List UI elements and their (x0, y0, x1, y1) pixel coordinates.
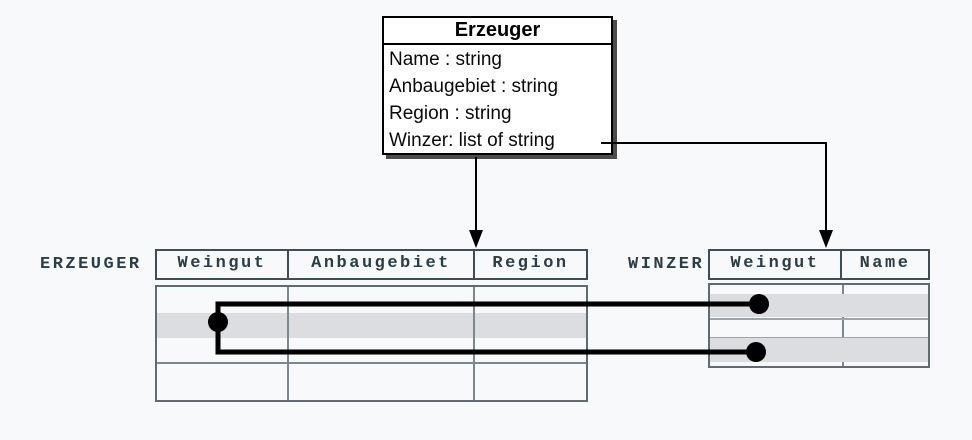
winzer-highlighted-row-2 (710, 338, 928, 362)
erzeuger-column-divider (473, 287, 475, 400)
winzer-row-divider (710, 318, 928, 320)
class-title: Erzeuger (384, 18, 611, 45)
winzer-col-name: Name (840, 251, 928, 278)
winzer-header-row: Weingut Name (708, 249, 930, 280)
erzeuger-row-divider (157, 362, 586, 364)
class-to-erzeuger-arrowhead-icon (469, 230, 483, 248)
class-attribute-region: Region : string (389, 103, 512, 124)
winzer-highlighted-row-1 (710, 294, 928, 317)
erzeuger-table-label: ERZEUGER (40, 255, 142, 274)
erzeuger-col-weingut: Weingut (177, 254, 267, 273)
erzeuger-table-body (155, 285, 588, 402)
winzer-table-label: WINZER (628, 255, 705, 274)
erzeuger-col-region: Region (473, 251, 586, 278)
erzeuger-highlighted-row (157, 313, 586, 338)
class-attribute-anbaugebiet: Anbaugebiet : string (389, 76, 559, 97)
winzer-table-body (708, 283, 930, 368)
class-attribute-winzer: Winzer: list of string (389, 130, 555, 151)
erzeuger-col-anbaugebiet: Anbaugebiet (287, 251, 473, 278)
winzer-attr-to-winzer-arrow-line (601, 142, 827, 232)
class-attribute-name: Name : string (389, 49, 502, 70)
winzer-column-divider (842, 285, 844, 366)
class-box-erzeuger: Erzeuger Name : string Anbaugebiet : str… (382, 16, 613, 155)
erzeuger-column-divider (287, 287, 289, 400)
erzeuger-header-row: Weingut Anbaugebiet Region (155, 249, 588, 280)
class-attribute-list: Name : string Anbaugebiet : string Regio… (384, 45, 611, 154)
winzer-col-weingut: Weingut (730, 254, 820, 273)
winzer-attr-to-winzer-arrowhead-icon (819, 230, 833, 248)
